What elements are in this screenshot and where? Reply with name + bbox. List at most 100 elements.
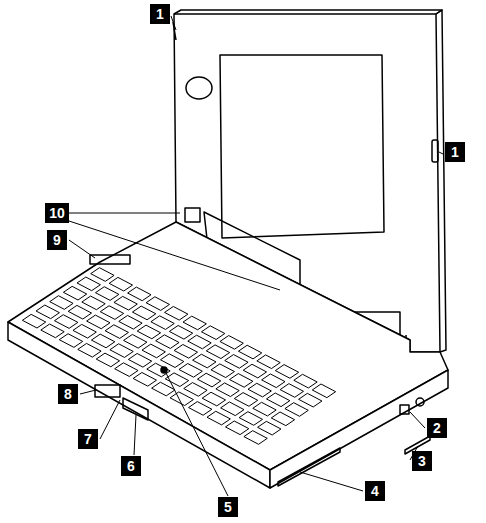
key: [119, 315, 142, 329]
callout-number: 10: [45, 203, 69, 223]
key: [78, 343, 101, 357]
logo: [186, 77, 212, 99]
key: [142, 344, 165, 358]
key: [165, 373, 188, 387]
keyboard: [22, 268, 335, 445]
lid-latch: [432, 140, 438, 162]
key: [280, 384, 303, 398]
key: [114, 296, 137, 310]
key: [312, 384, 335, 398]
key: [59, 334, 82, 348]
key: [151, 316, 174, 330]
key: [262, 374, 285, 388]
key: [96, 353, 119, 367]
base-front: [8, 322, 270, 488]
key: [105, 325, 128, 339]
trackpoint: [161, 367, 167, 373]
key: [294, 374, 317, 388]
callout-number: 9: [47, 230, 67, 250]
key: [87, 315, 110, 329]
key: [184, 383, 207, 397]
callout-number: 8: [58, 384, 78, 404]
button-left: [95, 385, 120, 397]
callout-number: 6: [121, 456, 141, 476]
key: [124, 334, 147, 348]
key: [110, 344, 133, 358]
key: [257, 355, 280, 369]
callout-number: 1: [150, 4, 170, 24]
base-top: [8, 222, 448, 470]
key: [244, 431, 267, 445]
key: [225, 421, 248, 435]
key: [201, 326, 224, 340]
key: [220, 336, 243, 350]
key: [285, 403, 308, 417]
callout-number: 4: [365, 481, 385, 501]
key: [211, 364, 234, 378]
key: [100, 306, 123, 320]
callout-number: 7: [78, 429, 98, 449]
key: [258, 421, 281, 435]
key: [299, 393, 322, 407]
key: [137, 325, 160, 339]
key: [197, 373, 220, 387]
key: [202, 392, 225, 406]
key: [109, 277, 132, 291]
key: [206, 345, 229, 359]
audio-jack: [416, 398, 424, 406]
power-jack: [400, 405, 409, 414]
front-slot: [278, 448, 340, 486]
key: [225, 355, 248, 369]
key: [73, 324, 96, 338]
key: [146, 297, 169, 311]
key: [275, 365, 298, 379]
key: [91, 334, 114, 348]
key: [266, 393, 289, 407]
key: [132, 306, 155, 320]
key: [189, 402, 212, 416]
key: [188, 335, 211, 349]
key: [174, 345, 197, 359]
key: [183, 316, 206, 330]
key: [169, 325, 192, 339]
key: [160, 354, 183, 368]
key: [128, 287, 151, 301]
key: [234, 393, 257, 407]
lid-top-edge: [174, 10, 442, 14]
key: [36, 305, 59, 319]
base-side: [270, 370, 448, 488]
key: [63, 286, 86, 300]
key: [248, 383, 271, 397]
key: [22, 314, 45, 328]
key: [95, 287, 118, 301]
key: [253, 402, 276, 416]
callout-number: 1: [445, 142, 465, 162]
callout-number: 3: [412, 451, 432, 471]
power-indicator: [185, 208, 200, 222]
key: [133, 373, 156, 387]
key: [77, 277, 100, 291]
key: [41, 324, 64, 338]
key: [179, 364, 202, 378]
key: [207, 411, 230, 425]
key: [128, 353, 151, 367]
key: [243, 364, 266, 378]
key: [216, 383, 239, 397]
key: [68, 305, 91, 319]
key: [221, 402, 244, 416]
key: [54, 315, 77, 329]
key: [193, 354, 216, 368]
callout-number: 2: [427, 418, 447, 438]
callout-number: 5: [218, 497, 238, 517]
label-plate: [90, 255, 130, 264]
key: [50, 296, 73, 310]
key: [238, 345, 261, 359]
key: [156, 335, 179, 349]
screen: [220, 55, 384, 238]
key: [91, 268, 114, 282]
key: [165, 306, 188, 320]
lid-side-edge: [436, 10, 446, 352]
key: [230, 374, 253, 388]
leader-lines: [69, 16, 443, 496]
